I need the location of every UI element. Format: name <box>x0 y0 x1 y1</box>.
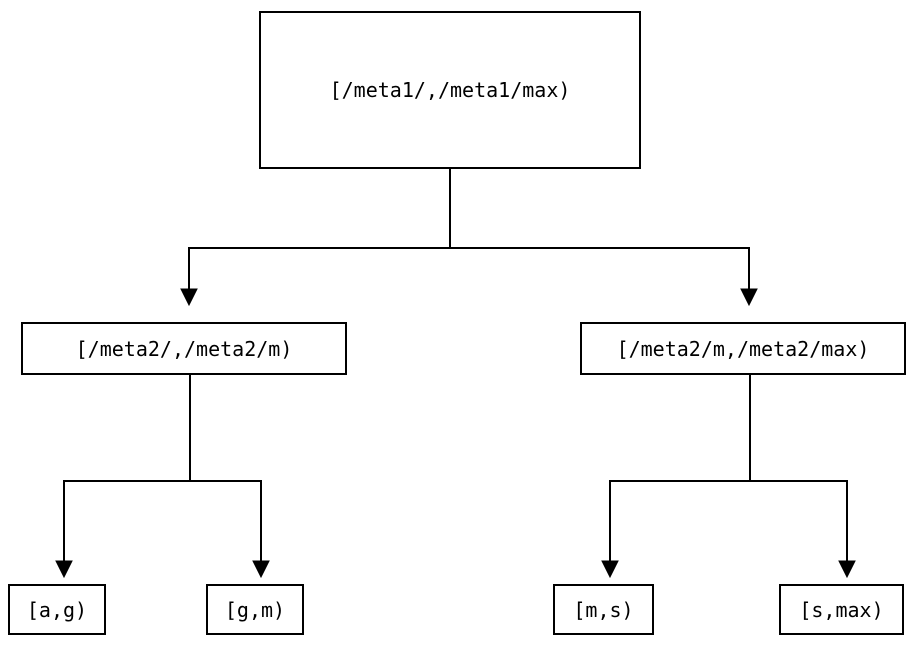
node-leaf-ms[interactable]: [m,s) <box>553 584 654 635</box>
arrowhead-mid-left-to-leaf-ag <box>55 560 73 579</box>
node-leaf-gm-label: [g,m) <box>224 597 286 622</box>
node-leaf-smax-label: [s,max) <box>799 597 884 622</box>
edge-mid-right-to-leaf-smax <box>749 375 856 579</box>
arrowhead-mid-left-to-leaf-gm <box>252 560 270 579</box>
node-mid-right[interactable]: [/meta2/m,/meta2/max) <box>580 322 906 375</box>
node-leaf-ag[interactable]: [a,g) <box>8 584 106 635</box>
arrowhead-root-to-mid-left <box>180 288 198 307</box>
arrowhead-mid-right-to-leaf-ms <box>601 560 619 579</box>
node-mid-left-label: [/meta2/,/meta2/m) <box>75 336 293 361</box>
node-leaf-gm[interactable]: [g,m) <box>206 584 304 635</box>
node-root[interactable]: [/meta1/,/meta1/max) <box>259 11 641 169</box>
edge-mid-left-to-leaf-ag <box>55 375 191 579</box>
node-mid-left[interactable]: [/meta2/,/meta2/m) <box>21 322 347 375</box>
edge-root-to-mid-right <box>449 169 758 307</box>
node-leaf-ag-label: [a,g) <box>26 597 88 622</box>
node-mid-right-label: [/meta2/m,/meta2/max) <box>616 336 870 361</box>
node-leaf-smax[interactable]: [s,max) <box>779 584 904 635</box>
edge-root-to-mid-left <box>180 169 451 307</box>
arrowhead-mid-right-to-leaf-smax <box>838 560 856 579</box>
node-leaf-ms-label: [m,s) <box>573 597 634 622</box>
edge-mid-right-to-leaf-ms <box>601 375 751 579</box>
edge-mid-left-to-leaf-gm <box>189 375 270 579</box>
arrowhead-root-to-mid-right <box>740 288 758 307</box>
node-root-label: [/meta1/,/meta1/max) <box>329 78 571 102</box>
